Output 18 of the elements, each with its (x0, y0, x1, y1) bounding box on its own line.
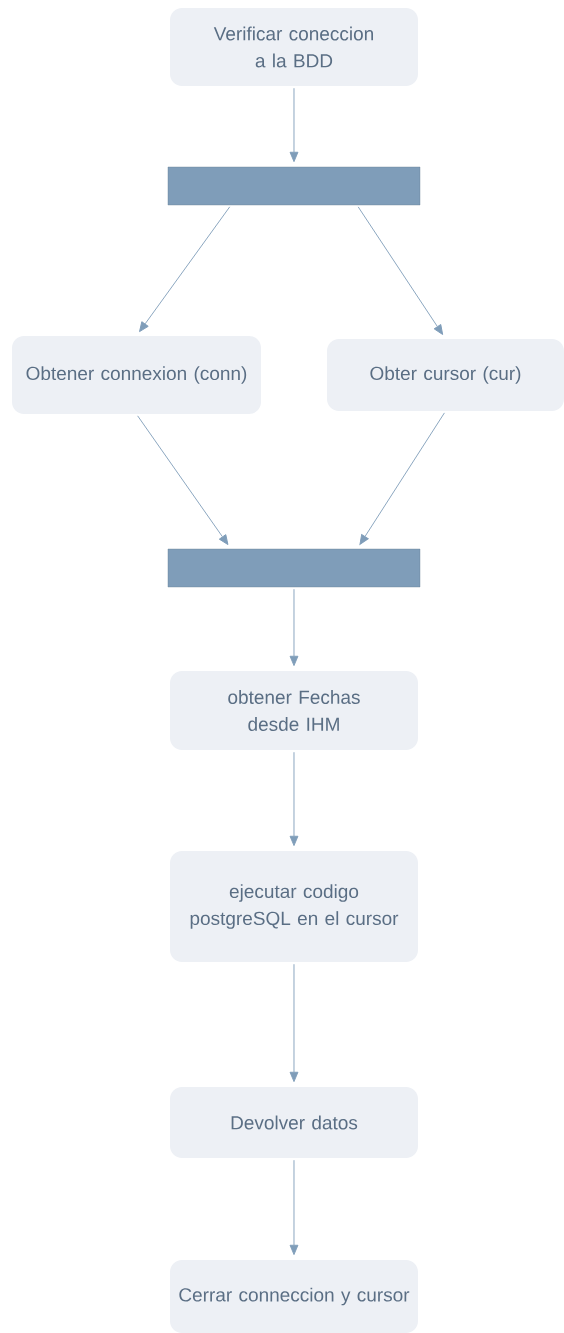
arrow (359, 412, 445, 545)
arrow (289, 751, 299, 847)
sync-bar (167, 548, 421, 588)
process-box: obtener Fechas desde IHM (170, 671, 418, 750)
process-box: Verificar coneccion a la BDD (170, 8, 418, 86)
arrow (137, 415, 229, 545)
arrow (139, 206, 231, 333)
process-box: Devolver datos (170, 1087, 418, 1158)
arrow (289, 1159, 299, 1256)
arrow (289, 87, 299, 163)
sync-bar (167, 166, 421, 206)
arrow (289, 588, 299, 667)
arrow (357, 206, 444, 335)
process-box: Obtener connexion (conn) (12, 336, 261, 414)
process-box: ejecutar codigo postgreSQL en el cursor (170, 851, 418, 962)
process-box: Obter cursor (cur) (327, 339, 564, 411)
arrow (289, 963, 299, 1083)
process-box: Cerrar conneccion y cursor (170, 1260, 418, 1333)
